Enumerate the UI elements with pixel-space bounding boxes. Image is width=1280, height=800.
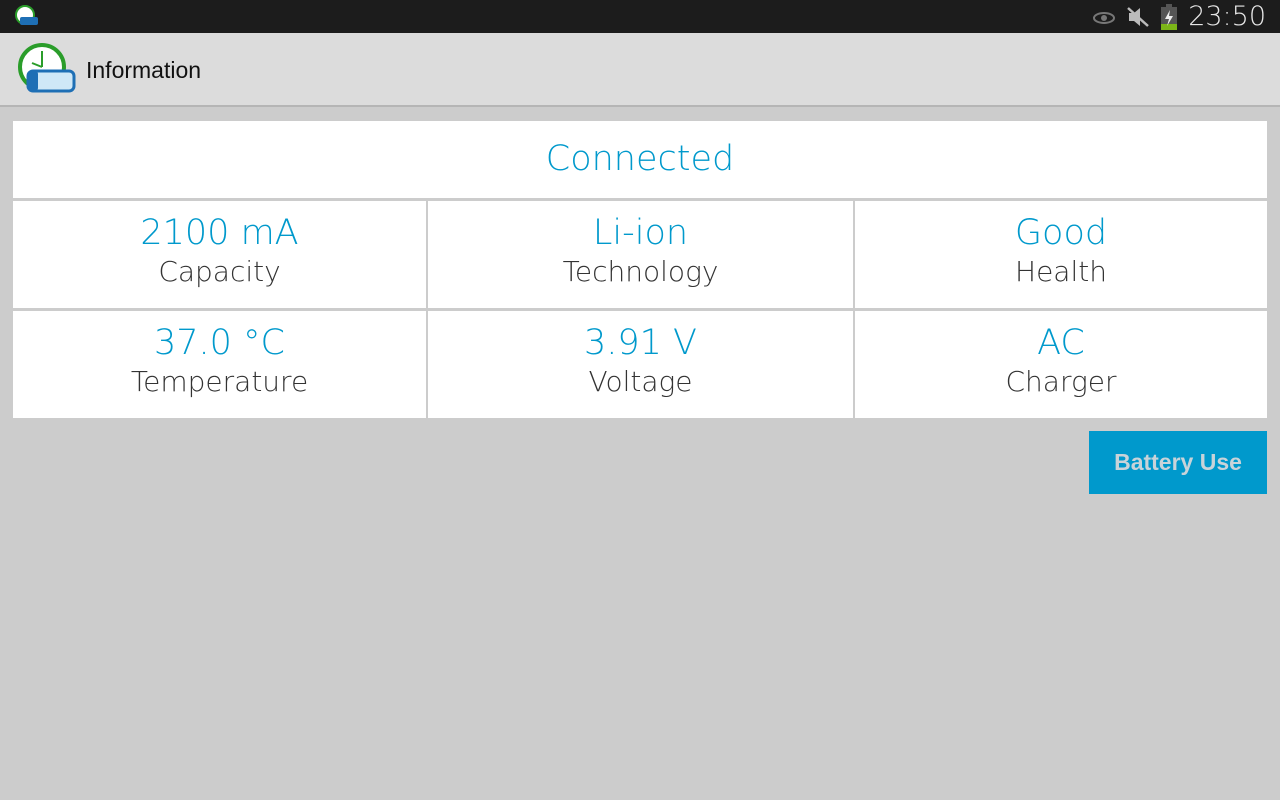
connection-status: Connected [13, 121, 1267, 198]
page-title: Information [86, 57, 202, 83]
eye-icon [1093, 11, 1116, 24]
status-bar: 23:50 [0, 0, 1280, 33]
app-logo-icon[interactable] [18, 43, 78, 97]
action-bar: Information [0, 33, 1280, 107]
battery-use-button[interactable]: Battery Use [1089, 431, 1267, 494]
battery-charging-icon [1161, 3, 1178, 30]
mute-icon [1127, 6, 1150, 27]
app-notification-icon [15, 5, 38, 25]
clock: 23:50 [1188, 1, 1266, 32]
